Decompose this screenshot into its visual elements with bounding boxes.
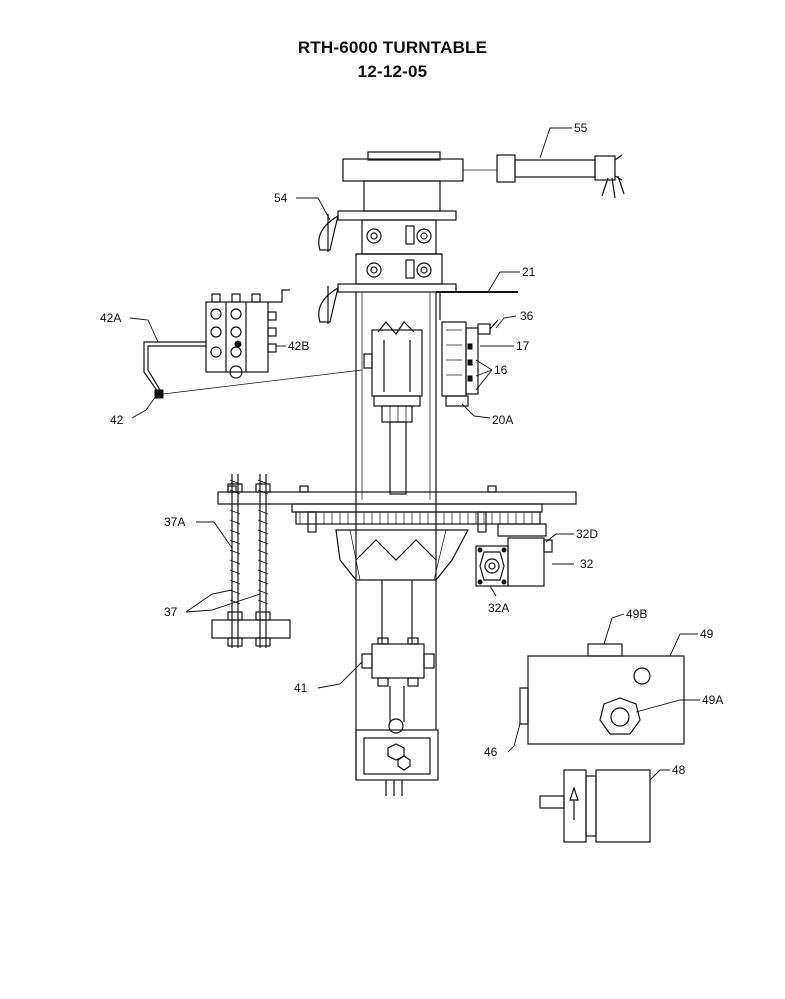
callout-32: 32 — [580, 557, 594, 571]
part-41-swivel-block — [361, 580, 435, 722]
callout-48: 48 — [672, 763, 686, 777]
callout-49B: 49B — [626, 607, 647, 621]
callout-55: 55 — [574, 121, 588, 135]
callout-46: 46 — [484, 745, 498, 759]
part-37-threaded-rods — [211, 474, 291, 648]
hydraulic-hose-line — [162, 369, 363, 395]
callout-leader-lines — [129, 127, 700, 781]
part-54-handles — [318, 214, 339, 324]
callout-54: 54 — [274, 191, 288, 205]
rod-thread-marks — [229, 479, 269, 605]
part-49-pump-block — [519, 643, 685, 745]
callout-16: 16 — [494, 363, 508, 377]
top-cap-assembly — [337, 151, 464, 221]
part-20A-valve-block — [441, 319, 499, 407]
callout-17: 17 — [516, 339, 530, 353]
part-42A-control-valve — [143, 289, 290, 399]
callout-36: 36 — [520, 309, 534, 323]
callout-21: 21 — [522, 265, 536, 279]
callout-32D: 32D — [576, 527, 598, 541]
part-48-electric-motor — [539, 769, 651, 843]
part-32-drive-motor — [475, 523, 553, 587]
main-mast-column — [355, 292, 437, 780]
sheave-assembly — [363, 321, 423, 495]
callout-49: 49 — [700, 627, 714, 641]
upper-mast-section — [337, 219, 457, 293]
callout-42B: 42B — [288, 339, 309, 353]
part-21-plate — [436, 291, 518, 320]
callout-20A: 20A — [492, 413, 513, 427]
callout-32A: 32A — [488, 601, 509, 615]
callout-42A: 42A — [100, 311, 121, 325]
callout-labels: 55 54 21 42A 36 17 42B 16 42 20A 37A 32D… — [100, 121, 723, 777]
callout-37A: 37A — [164, 515, 185, 529]
mast-base-assembly — [355, 718, 439, 796]
part-55-hydraulic-cylinder — [463, 154, 625, 199]
drawing-date: 12-12-05 — [357, 62, 428, 81]
callout-37: 37 — [164, 605, 178, 619]
callout-41: 41 — [294, 681, 308, 695]
turntable-bearing-ring — [217, 485, 577, 533]
ring-support-housing — [335, 529, 469, 581]
ring-gear-teeth — [299, 512, 533, 524]
callout-42: 42 — [110, 413, 124, 427]
callout-49A: 49A — [702, 693, 723, 707]
drawing-title: RTH-6000 TURNTABLE — [297, 38, 488, 57]
